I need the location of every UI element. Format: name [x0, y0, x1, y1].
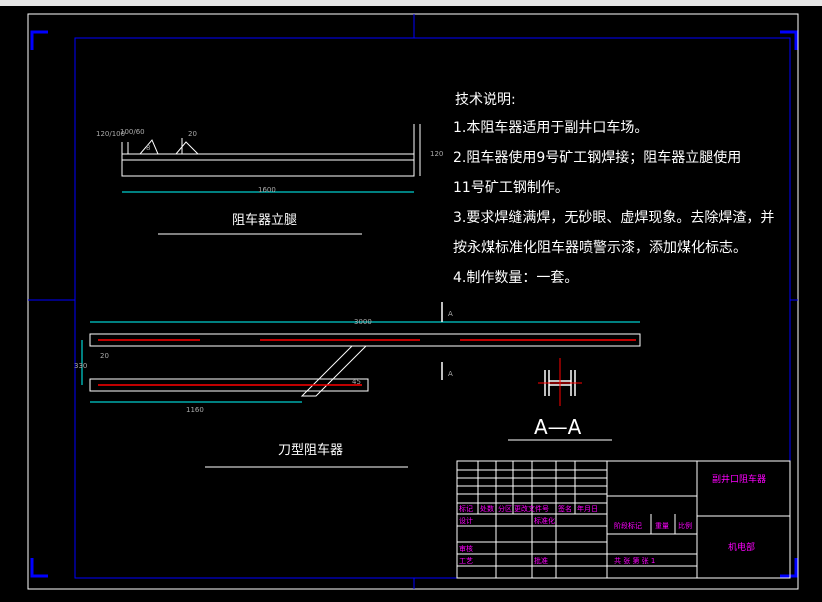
cad-drawing-canvas[interactable]: 1600 120 20 100/60 120/100 8 阻车器立腿 技术说明:…	[0, 6, 822, 598]
tech-note-1: 1.本阻车器适用于副井口车场。	[453, 119, 648, 136]
tb-row-label-2: 处数	[480, 504, 494, 513]
blade-angle-dim: 45	[352, 378, 361, 386]
outer-frame	[27, 13, 799, 590]
tech-note-3: 11号矿工钢制作。	[453, 180, 569, 196]
blade-overall-dim: 3000	[354, 318, 372, 326]
tb-row-label-6: 年月日	[577, 504, 598, 513]
leg-view-caption: 阻车器立腿	[232, 212, 297, 228]
blade-gap-dim: 20	[100, 352, 109, 360]
tech-note-4: 3.要求焊缝满焊，无砂眼、虚焊现象。去除焊渣，并	[453, 210, 774, 226]
tb-right-label-2: 重量	[655, 522, 669, 530]
blade-view	[81, 321, 641, 403]
leg-left-dim: 120/100	[96, 130, 125, 138]
center-marks	[28, 14, 798, 589]
section-marker-bottom: A	[448, 370, 453, 378]
tech-note-5: 按永煤标准化阻车器喷警示漆，添加煤化标志。	[453, 239, 747, 256]
blade-height-dim: 330	[74, 362, 87, 370]
tech-note-6: 4.制作数量：一套。	[453, 270, 578, 286]
title-block-text: 标记 处数 分区 更改文件号 签名 年月日 设计 标准化 审核 工艺 批准 阶段…	[459, 473, 766, 565]
tb-row-label-4: 更改文件号	[514, 504, 549, 513]
tech-notes: 技术说明: 1.本阻车器适用于副井口车场。 2.阻车器使用9号矿工钢焊接；阻车器…	[453, 92, 774, 286]
tb-left-label-5: 批准	[534, 556, 548, 565]
leg-height-dim: 120	[430, 150, 443, 158]
tb-left-label-1: 设计	[459, 516, 473, 525]
blade-view-caption: 刀型阻车器	[278, 442, 343, 458]
inner-frame	[74, 37, 791, 579]
tb-right-label-1: 阶段标记	[614, 521, 642, 530]
tb-left-label-3: 审核	[459, 544, 473, 553]
leg-dims: 1600 120 20 100/60 120/100 8	[96, 128, 443, 194]
section-view-caption: A—A	[534, 415, 582, 439]
leg-length-dim: 1600	[258, 186, 276, 194]
leg-marker: 8	[146, 144, 150, 152]
tb-left-label-4: 工艺	[459, 557, 473, 565]
blade-hidden-lines	[98, 339, 636, 386]
window-top-bar	[0, 0, 822, 6]
blade-lower-dim: 1160	[186, 406, 204, 414]
tb-left-label-2: 标准化	[534, 516, 555, 525]
tb-row-label-3: 分区	[498, 504, 512, 513]
tech-notes-heading: 技术说明:	[455, 92, 516, 108]
tb-department: 机电部	[728, 541, 755, 553]
leg-top-dim: 20	[188, 130, 197, 138]
tb-sheet-text: 共 张 第 张 1	[614, 556, 655, 565]
leg-view	[121, 124, 421, 193]
leg-side-dim: 100/60	[120, 128, 145, 136]
tb-right-label-3: 比例	[678, 521, 692, 530]
section-view	[538, 358, 582, 406]
section-marker-top: A	[448, 310, 453, 318]
title-block	[456, 460, 791, 579]
corner-marks	[30, 30, 798, 578]
blade-dims: 3000 1160 330 20 45	[74, 318, 372, 414]
drawing-sheet: 1600 120 20 100/60 120/100 8 阻车器立腿 技术说明:…	[27, 13, 799, 590]
tech-note-2: 2.阻车器使用9号矿工钢焊接；阻车器立腿使用	[453, 149, 741, 166]
tb-drawing-name: 副井口阻车器	[712, 473, 766, 485]
tb-row-label-1: 标记	[459, 504, 473, 513]
tb-row-label-5: 签名	[558, 504, 572, 513]
